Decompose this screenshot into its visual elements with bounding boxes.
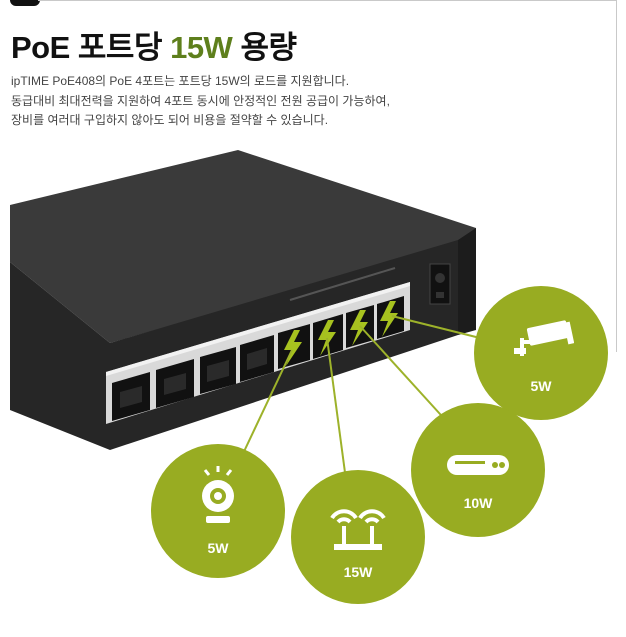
ethernet-port <box>200 347 236 394</box>
watt-label: 10W <box>463 495 493 511</box>
cctv-camera-icon <box>514 320 574 356</box>
description-line: ipTIME PoE408의 PoE 4포트는 포트당 15W의 로드를 지원합… <box>11 74 350 88</box>
watt-label: 5W <box>207 540 229 556</box>
ethernet-ports <box>112 296 404 421</box>
device-badge-router: 15W <box>291 470 425 604</box>
watt-label: 15W <box>343 564 373 580</box>
lightning-icon <box>380 301 398 337</box>
watt-label: 5W <box>530 378 552 394</box>
corner-tab <box>10 0 40 6</box>
lightning-icon <box>350 310 368 346</box>
frame-right-line <box>616 0 617 352</box>
device-badge-webcam: 5W <box>151 444 285 578</box>
led-strip <box>289 267 396 301</box>
device-badge-cctv: 5W <box>474 286 608 420</box>
page-title: PoE 포트당 15W 용량 <box>11 30 297 65</box>
webcam-icon <box>202 466 234 523</box>
switch-side <box>458 228 476 335</box>
device-badge-nas: 10W <box>411 403 545 537</box>
ethernet-port <box>240 335 274 382</box>
description-line: 동급대비 최대전력을 지원하여 4포트 동시에 안정적인 전원 공급이 가능하여… <box>11 93 390 108</box>
frame-top-line <box>38 0 616 1</box>
description: ipTIME PoE408의 PoE 4포트는 포트당 15W의 로드를 지원합… <box>11 72 611 131</box>
lightning-icon <box>284 330 302 366</box>
wifi-router-icon <box>330 509 386 550</box>
title-accent: 15W <box>170 30 233 65</box>
description-line: 장비를 여러대 구입하지 않아도 되어 비용을 절약할 수 있습니다. <box>11 113 329 127</box>
ethernet-port <box>156 359 194 408</box>
ethernet-port <box>112 372 150 421</box>
nas-storage-icon <box>447 455 509 475</box>
switch-top <box>10 150 476 343</box>
power-jack <box>429 263 451 305</box>
